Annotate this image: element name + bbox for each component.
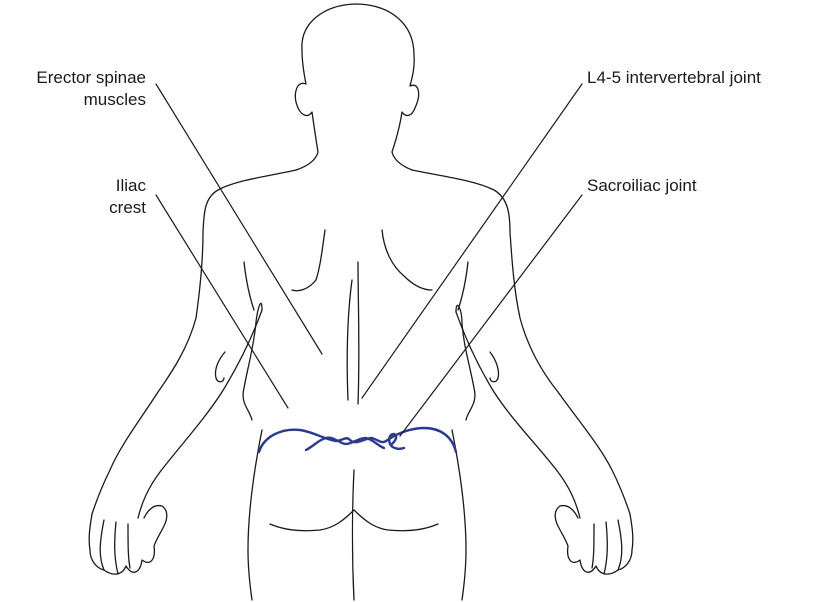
label-erector-spinae: Erector spinae muscles [0,67,146,111]
leader-sacroiliac-joint [400,195,582,436]
leader-lines [156,84,582,436]
right-scapula [382,230,432,290]
left-shoulder [92,170,296,514]
right-elbow-mark [490,352,499,382]
body-outline [89,4,633,600]
label-iliac-crest-line2: crest [60,197,146,219]
left-lat-line [244,262,254,310]
left-elbow-mark [215,352,225,382]
spine-line-right [358,262,359,404]
iliac-crest-curve [259,428,456,452]
right-arm-inner [456,312,580,518]
left-scapula [292,230,325,291]
right-lat-line [458,262,468,310]
label-erector-spinae-line2: muscles [0,89,146,111]
left-hip [248,430,262,600]
label-sacroiliac-joint: Sacroiliac joint [587,175,697,197]
gluteal-cleft [353,470,355,600]
label-sacroiliac-joint-text: Sacroiliac joint [587,175,697,197]
label-iliac-crest-line1: Iliac [60,175,146,197]
right-buttock [354,510,438,531]
right-hip [452,430,466,600]
left-buttock [270,510,354,531]
label-l4-5-joint: L4-5 intervertebral joint [587,67,761,89]
head-outline [302,4,419,170]
label-iliac-crest: Iliac crest [60,175,146,219]
right-arm-crease [456,305,475,420]
leader-erector-spinae [156,84,322,354]
head-outline-left [295,50,318,170]
leader-iliac-crest [156,195,288,408]
left-arm-inner [138,310,262,518]
right-shoulder [412,170,630,514]
label-erector-spinae-line1: Erector spinae [0,67,146,89]
label-l4-5-joint-text: L4-5 intervertebral joint [587,67,761,89]
spine-line-left [347,280,352,400]
